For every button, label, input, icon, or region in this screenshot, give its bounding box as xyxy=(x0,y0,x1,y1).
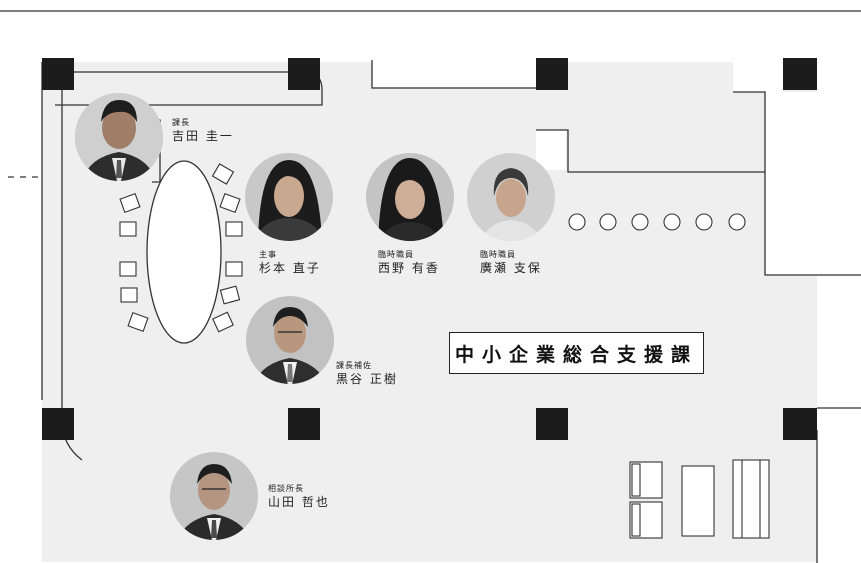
staff-role: 臨時職員 xyxy=(480,250,516,259)
pillar xyxy=(42,408,74,440)
staff-label-kuroya: 課長補佐 黒谷 正樹 xyxy=(336,361,398,386)
staff-label-yoshida: 課長 吉田 圭一 xyxy=(172,118,234,143)
staff-name: 杉本 直子 xyxy=(259,261,321,275)
chair xyxy=(119,261,137,277)
staff-role: 臨時職員 xyxy=(378,250,414,259)
chair xyxy=(211,163,235,185)
stool-row xyxy=(568,213,746,231)
chair xyxy=(127,311,149,333)
pillar xyxy=(536,408,568,440)
chair xyxy=(225,221,243,237)
pillar xyxy=(288,408,320,440)
meeting-table xyxy=(119,160,243,344)
chair xyxy=(212,311,234,333)
chair xyxy=(219,192,241,214)
staff-role: 課長補佐 xyxy=(336,361,372,370)
pillar xyxy=(536,58,568,90)
chair xyxy=(119,192,141,214)
staff-role: 課長 xyxy=(172,118,190,127)
chair xyxy=(219,285,241,305)
staff-name: 西野 有香 xyxy=(378,261,440,275)
portrait-kuroya xyxy=(246,296,334,384)
staff-name: 黒谷 正樹 xyxy=(336,372,398,386)
staff-role: 相談所長 xyxy=(268,484,304,493)
staff-label-sugimoto: 主事 杉本 直子 xyxy=(259,250,321,275)
cabinets xyxy=(629,459,770,539)
pillar xyxy=(42,58,74,90)
department-sign: 中小企業総合支援課 xyxy=(449,332,704,374)
chair xyxy=(119,221,137,237)
portrait-nishino xyxy=(366,153,454,241)
staff-name: 廣瀬 支保 xyxy=(480,261,542,275)
staff-role: 主事 xyxy=(259,250,277,259)
portrait-sugimoto xyxy=(245,153,333,241)
staff-label-nishino: 臨時職員 西野 有香 xyxy=(378,250,440,275)
pillar xyxy=(783,408,817,440)
staff-label-hirose: 臨時職員 廣瀬 支保 xyxy=(480,250,542,275)
chair xyxy=(120,287,138,303)
chair xyxy=(225,261,243,277)
pillar xyxy=(288,58,320,90)
staff-name: 山田 哲也 xyxy=(268,495,330,509)
pillars xyxy=(42,58,817,440)
portrait-hirose xyxy=(467,153,555,241)
pillar xyxy=(783,58,817,90)
portrait-yamada xyxy=(170,452,258,540)
staff-label-yamada: 相談所長 山田 哲也 xyxy=(268,484,330,509)
staff-name: 吉田 圭一 xyxy=(172,129,234,143)
